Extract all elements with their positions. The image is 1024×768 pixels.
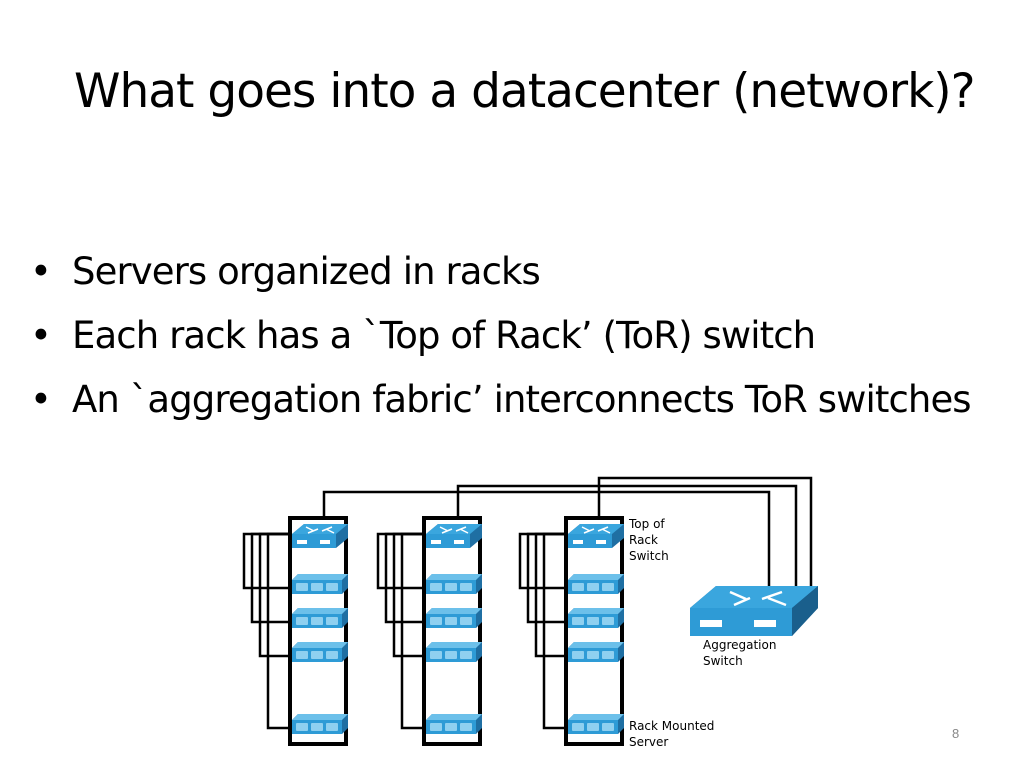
server-label-line: Rack Mounted (629, 719, 714, 733)
datacenter-network-diagram: Top of Rack Switch Aggregation Switch Ra… (242, 476, 818, 749)
server-icon (292, 714, 348, 734)
bullet-dot: • (30, 314, 52, 357)
agg-label-line: Aggregation (703, 638, 776, 652)
bullet-dot: • (30, 250, 52, 293)
server-icon (292, 574, 348, 594)
server-icon (568, 714, 624, 734)
bullet-list: • Servers organized in racks • Each rack h… (30, 240, 972, 432)
slide-title: What goes into a datacenter (network)? (74, 64, 976, 119)
uplink-cables (322, 476, 813, 590)
agg-label-line: Switch (703, 654, 743, 668)
tor-switch-icon (567, 523, 625, 549)
server-icon (568, 608, 624, 628)
tor-label-line: Top of (628, 517, 665, 531)
bullet-text: An `aggregation fabric’ interconnects To… (72, 378, 972, 421)
rack-frame (288, 516, 348, 746)
server-icon (568, 574, 624, 594)
tor-label-line: Switch (629, 549, 669, 563)
server-icon (426, 574, 482, 594)
server-icon (292, 608, 348, 628)
bullet-item: • Each rack has a `Top of Rack’ (ToR) swi… (30, 304, 971, 368)
bullet-text: Each rack has a `Top of Rack’ (ToR) swit… (72, 314, 816, 357)
server-cables (376, 532, 426, 730)
bullet-item: • An `aggregation fabric’ interconnects T… (30, 368, 972, 432)
rack-frame (564, 516, 624, 746)
tor-label-line: Rack (629, 533, 658, 547)
tor-switch-icon (291, 523, 349, 549)
page-number: 8 (952, 726, 960, 741)
tor-switch-label: Top of Rack Switch (628, 517, 669, 563)
rack-server-label: Rack Mounted Server (629, 719, 714, 749)
bullet-item: • Servers organized in racks (30, 240, 971, 304)
tor-switch-icon (425, 523, 483, 549)
rack-3 (518, 516, 625, 746)
rack-2 (376, 516, 483, 746)
aggregation-switch-icon (690, 586, 818, 636)
server-cables (242, 532, 292, 730)
server-icon (426, 714, 482, 734)
bullet-text: Servers organized in racks (72, 250, 541, 293)
server-cables (518, 532, 568, 730)
bullet-dot: • (30, 378, 52, 421)
rack-1 (242, 516, 349, 746)
server-icon (292, 642, 348, 662)
server-label-line: Server (629, 735, 668, 749)
server-icon (426, 608, 482, 628)
rack-frame (422, 516, 482, 746)
server-icon (426, 642, 482, 662)
aggregation-switch-label: Aggregation Switch (703, 638, 776, 668)
server-icon (568, 642, 624, 662)
